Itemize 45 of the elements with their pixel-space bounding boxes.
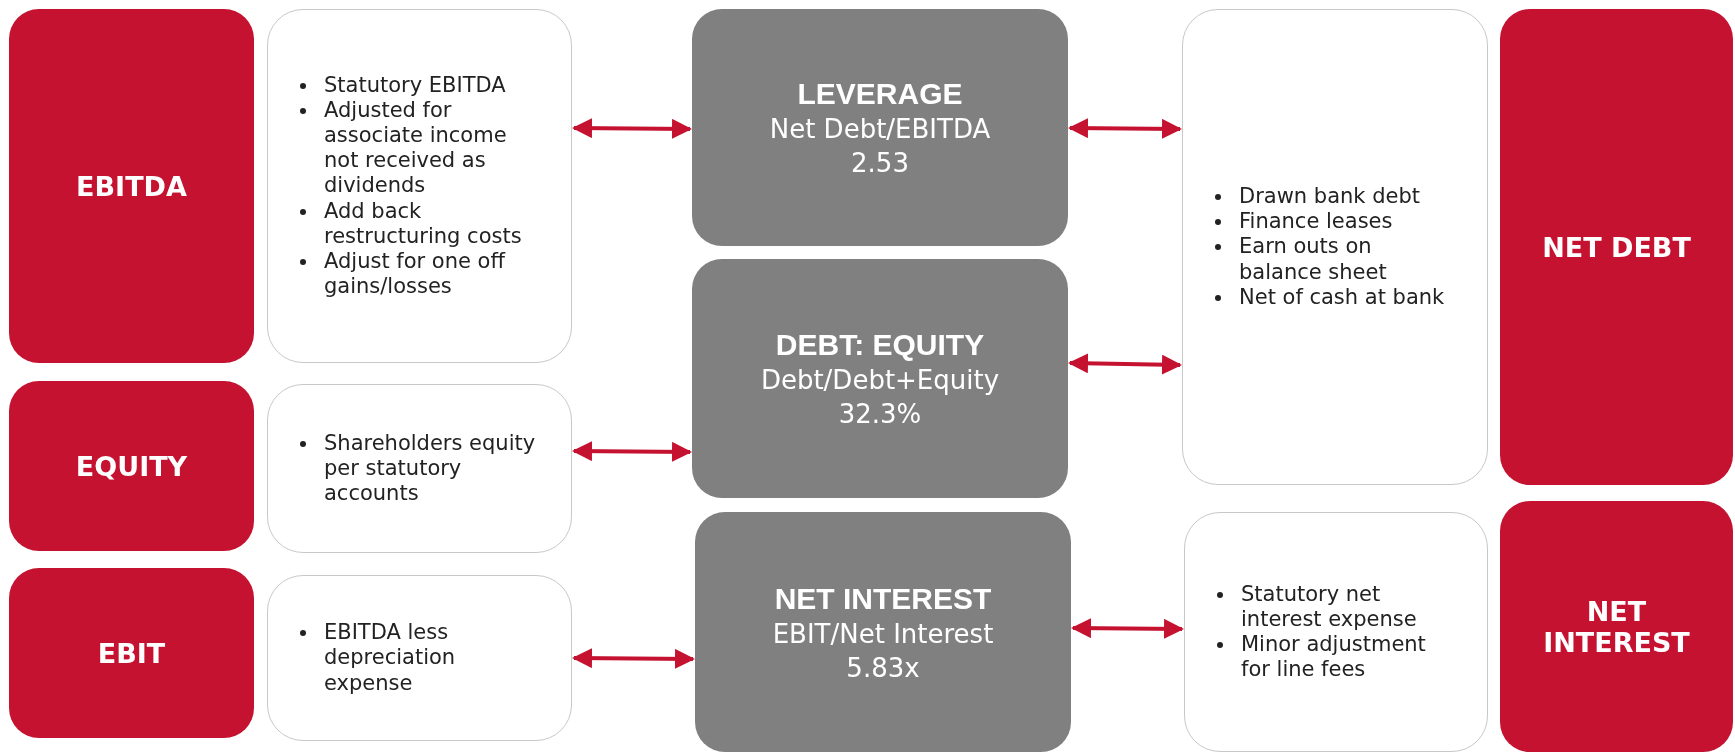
- ratio-text: 32.3%: [838, 398, 922, 431]
- notes-box: [267, 575, 572, 741]
- double-arrow: [1071, 618, 1184, 639]
- bullet-text: Drawn bank debt: [1239, 184, 1420, 210]
- notes-box: [267, 9, 572, 363]
- category-title: EQUITY: [75, 450, 188, 482]
- ratio-text: Debt/Debt+Equity: [760, 364, 1000, 398]
- notes-box: [1182, 9, 1488, 485]
- category-box: [9, 9, 254, 363]
- ratio-title: LEVERAGE: [797, 76, 963, 113]
- ratio-text: 5.83x: [846, 651, 920, 685]
- ratio-box: [695, 512, 1071, 752]
- double-arrow: [572, 648, 695, 669]
- double-arrow: [1068, 353, 1182, 375]
- category-title: NET DEBT: [1542, 231, 1691, 263]
- bullet-text: Finance leases: [1239, 209, 1393, 235]
- double-arrow: [1068, 118, 1182, 139]
- bullet-text: Minor adjustment for line fees: [1241, 632, 1427, 683]
- double-arrow: [572, 118, 692, 139]
- ratio-title: NET INTEREST: [774, 580, 992, 617]
- notes-box: [1184, 512, 1488, 752]
- category-box: [9, 381, 254, 551]
- bullet-text: Add back restructuring costs: [324, 198, 523, 249]
- category-title: EBIT: [97, 637, 166, 669]
- ratio-title: DEBT: EQUITY: [775, 327, 985, 364]
- category-title: EBITDA: [76, 170, 187, 202]
- ratio-box: [692, 259, 1068, 498]
- ratio-text: 2.53: [851, 147, 909, 180]
- notes-box: [267, 384, 572, 553]
- category-title: NET INTEREST: [1542, 595, 1691, 658]
- category-box: [9, 568, 254, 738]
- ratio-box: [692, 9, 1068, 246]
- bullet-text: Adjust for one off gains/losses: [324, 248, 507, 300]
- category-box: [1500, 9, 1733, 485]
- bullet-text: Net of cash at bank: [1239, 284, 1445, 310]
- bullet-text: Statutory EBITDA: [324, 72, 506, 98]
- bullet-text: EBITDA less depreciation expense: [324, 620, 457, 696]
- bullet-text: Shareholders equity per statutory accounts: [324, 430, 537, 507]
- bullet-text: Adjusted for associate income not received as dividends: [324, 97, 508, 199]
- category-box: [1500, 501, 1733, 752]
- bullet-text: Statutory net interest expense: [1241, 581, 1418, 632]
- ratio-text: Net Debt/EBITDA: [769, 113, 991, 147]
- double-arrow: [572, 441, 692, 462]
- bullet-text: Earn outs on balance sheet: [1239, 234, 1388, 285]
- ratio-text: EBIT/Net Interest: [772, 617, 994, 651]
